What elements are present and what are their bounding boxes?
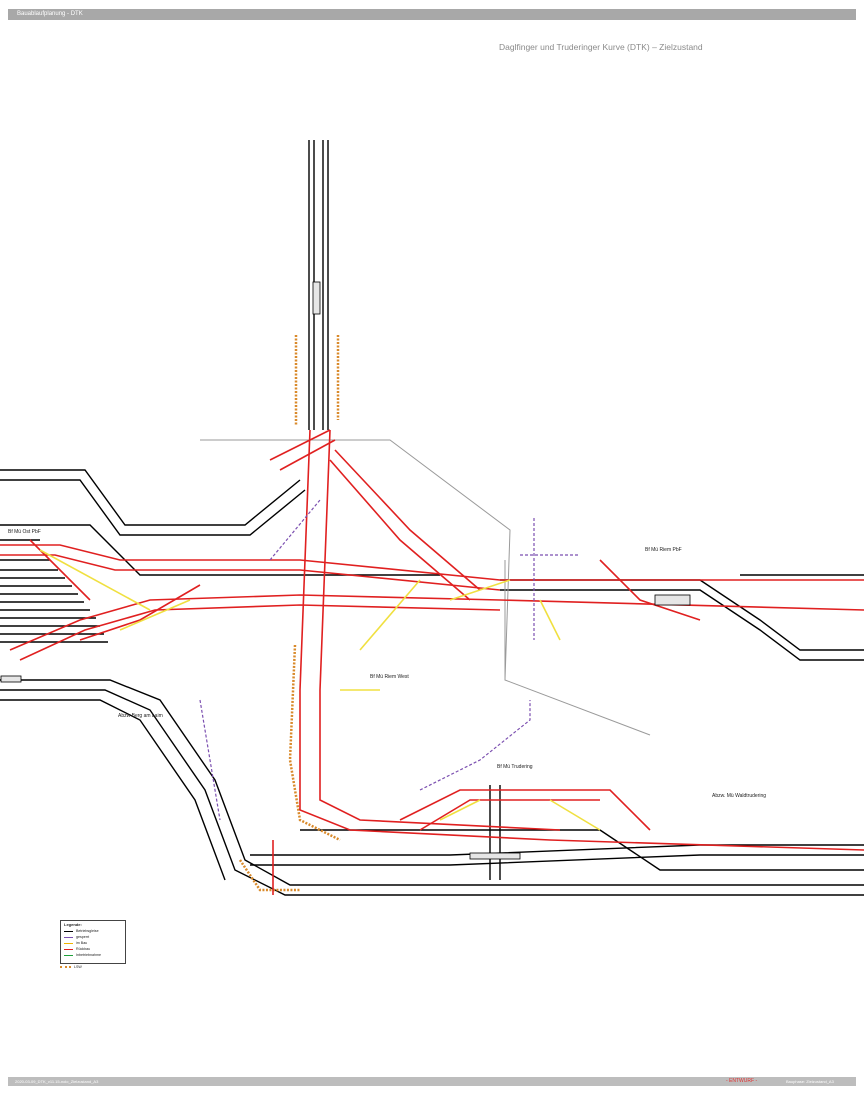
header-bar: Bauablaufplanung - DTK [8, 9, 856, 20]
closed-segments [199, 499, 580, 821]
legend-item-construction: im Bau [64, 941, 87, 945]
platforms [0, 281, 691, 860]
legend-item-removal: Rückbau [64, 947, 90, 951]
construction-segments [39, 549, 601, 831]
area-abzw-waldtrudering: Abzw. Mü Waldtrudering [712, 793, 766, 799]
area-bf-riem-pbf: Bf Mü Riem PbF [645, 547, 682, 553]
legend-item-closed: gesperrt [64, 935, 89, 939]
noise-walls [238, 335, 341, 892]
legend-item-commissioning: Inbetriebnahme [64, 953, 101, 957]
footer-bar: 2020-03-09_DTK_v11.15-nolo_Zielzustand_A… [8, 1077, 856, 1086]
footer-file-name: 2020-03-09_DTK_v11.15-nolo_Zielzustand_A… [15, 1079, 99, 1084]
project-label: Bauablaufplanung - DTK [17, 11, 83, 17]
area-bf-trudering: Bf Mü Trudering [497, 764, 533, 770]
area-bf-ost-pbf: Bf Mü Ost PbF [8, 529, 41, 535]
new-tracks [0, 429, 864, 895]
legend-title: Legende: [64, 922, 82, 927]
existing-tracks [0, 140, 864, 896]
footer-page-info: Bauphase: Zielzustand_A3 [786, 1079, 834, 1084]
legend-item-lsw: LSW [60, 965, 82, 969]
legend: Legende: Betriebsgleise gesperrt im Bau … [60, 920, 150, 972]
page-title: Daglfinger und Truderinger Kurve (DTK) –… [499, 42, 703, 52]
area-labels: Bf Mü Ost PbF Bf Mü Riem PbF Bf Mü Riem … [8, 529, 766, 799]
draft-label: - ENTWURF - [726, 1078, 758, 1084]
grey-lines [200, 439, 651, 736]
legend-item-existing: Betriebsgleise [64, 929, 99, 933]
area-bf-riem-west: Bf Mü Riem West [370, 674, 409, 680]
area-abzw-berg-am-laim: Abzw Berg am Laim [118, 713, 163, 719]
legend-box: Legende: Betriebsgleise gesperrt im Bau … [60, 920, 126, 964]
